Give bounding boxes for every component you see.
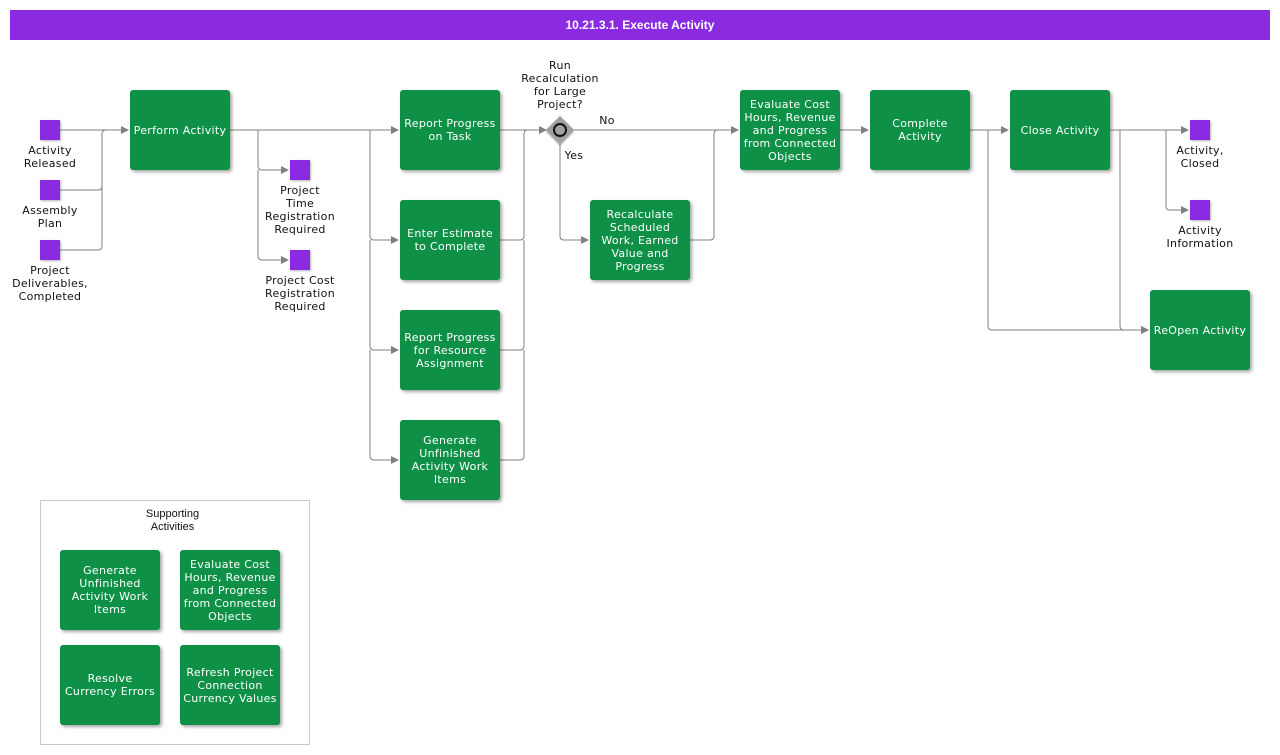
- flow-estimate-to-gateway: [500, 129, 529, 241]
- supporting-activities-title: Supporting Activities: [145, 508, 200, 533]
- flow-generate-to-gateway: [500, 350, 525, 461]
- task-generate-unfinished[interactable]: Generate Unfinished Activity Work Items: [400, 420, 500, 500]
- flow-complete-to-reopen: [987, 130, 1149, 334]
- flow-to-generate: [369, 350, 399, 464]
- task-evaluate-cost[interactable]: Evaluate Cost Hours, Revenue and Progres…: [740, 90, 840, 170]
- flow-perform-to-time: [257, 130, 289, 174]
- label-cost-registration: Project Cost Registration Required: [265, 274, 335, 313]
- task-reopen-activity[interactable]: ReOpen Activity: [1150, 290, 1250, 370]
- label-activity-closed: Activity, Closed: [1176, 144, 1224, 170]
- flow-to-report-resource: [369, 240, 399, 354]
- label-project-deliverables: Project Deliverables, Completed: [12, 264, 88, 303]
- flow-close-to-information: [1165, 130, 1189, 214]
- supporting-activities-panel: [40, 500, 310, 745]
- support-generate-unfinished[interactable]: Generate Unfinished Activity Work Items: [60, 550, 160, 630]
- support-resolve-currency-errors[interactable]: Resolve Currency Errors: [60, 645, 160, 725]
- gateway-yes-label: Yes: [564, 149, 584, 162]
- flow-deliverables-to-perform: [60, 134, 103, 251]
- task-report-progress-resource[interactable]: Report Progress for Resource Assignment: [400, 310, 500, 390]
- label-activity-released: Activity Released: [23, 144, 77, 170]
- event-cost-registration: [290, 250, 310, 270]
- task-close-activity[interactable]: Close Activity: [1010, 90, 1110, 170]
- flow-close-to-reopen: [1119, 130, 1149, 334]
- gateway-question: Run Recalculation for Large Project?: [521, 59, 599, 111]
- flow-gateway-yes: [559, 144, 589, 244]
- task-perform-activity[interactable]: Perform Activity: [130, 90, 230, 170]
- flow-resource-to-gateway: [500, 240, 525, 351]
- gateway-event-icon: [553, 123, 567, 137]
- support-refresh-currency-values[interactable]: Refresh Project Connection Currency Valu…: [180, 645, 280, 725]
- event-project-deliverables: [40, 240, 60, 260]
- task-enter-estimate[interactable]: Enter Estimate to Complete: [400, 200, 500, 280]
- gateway-no-label: No: [599, 114, 615, 127]
- task-complete-activity[interactable]: Complete Activity: [870, 90, 970, 170]
- diagram-title: 10.21.3.1. Execute Activity: [10, 10, 1270, 40]
- task-report-progress-on-task[interactable]: Report Progress on Task: [400, 90, 500, 170]
- event-activity-closed: [1190, 120, 1210, 140]
- label-activity-information: Activity Information: [1166, 224, 1234, 250]
- event-activity-information: [1190, 200, 1210, 220]
- flow-to-enter-estimate: [369, 130, 399, 244]
- label-time-registration: Project Time Registration Required: [265, 184, 335, 236]
- task-recalculate[interactable]: Recalculate Scheduled Work, Earned Value…: [590, 200, 690, 280]
- flow-perform-to-cost: [257, 170, 289, 264]
- label-assembly-plan: Assembly Plan: [22, 204, 78, 230]
- event-assembly-plan: [40, 180, 60, 200]
- flow-recalc-to-evaluate: [690, 129, 719, 241]
- event-time-registration: [290, 160, 310, 180]
- support-evaluate-cost[interactable]: Evaluate Cost Hours, Revenue and Progres…: [180, 550, 280, 630]
- event-activity-released: [40, 120, 60, 140]
